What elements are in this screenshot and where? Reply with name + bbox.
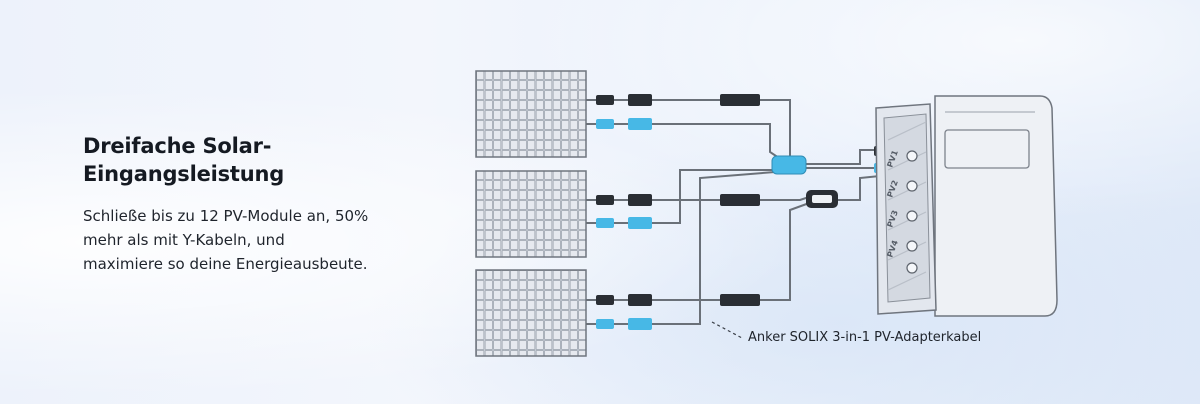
caption-leader — [711, 321, 743, 339]
connector-pos-icon — [596, 319, 614, 329]
description: Schließe bis zu 12 PV-Module an, 50% meh… — [83, 204, 443, 276]
connector-neg-icon — [628, 194, 652, 206]
solar-panel-2 — [475, 170, 587, 258]
connector-neg-icon — [628, 94, 652, 106]
connector-neg-icon — [720, 194, 760, 206]
adapter-3in1-positive — [771, 155, 807, 175]
cable-out-pos-1 — [806, 149, 880, 165]
cable-out-neg — [836, 175, 881, 201]
connector-neg-icon — [628, 294, 652, 306]
solar-panel-3 — [475, 269, 587, 357]
connectors-panel-2 — [596, 194, 760, 229]
adapter-3in1-negative — [806, 190, 838, 208]
connector-neg-icon — [720, 294, 760, 306]
connector-pos-icon — [628, 118, 652, 130]
cable-p1-neg — [586, 99, 791, 160]
connectors-panel-3 — [596, 294, 760, 330]
headline-line-2: Eingangsleistung — [83, 162, 285, 186]
connector-pos-icon — [628, 217, 652, 229]
adapter-caption: Anker SOLIX 3-in-1 PV-Adapterkabel — [748, 330, 982, 345]
headline: Dreifache Solar- Eingangsleistung — [83, 132, 443, 188]
headline-line-1: Dreifache Solar- — [83, 134, 272, 158]
connectors-panel-1 — [596, 94, 760, 130]
connector-neg-icon — [596, 195, 614, 205]
connector-neg-icon — [596, 95, 614, 105]
description-line-1: Schließe bis zu 12 PV-Module an, 50% — [83, 207, 369, 225]
cable-p3-neg — [586, 201, 813, 301]
connector-pos-icon — [596, 119, 614, 129]
connector-neg-icon — [596, 295, 614, 305]
connector-neg-icon — [720, 94, 760, 106]
description-line-3: maximiere so deine Energieausbeute. — [83, 255, 368, 273]
cable-group — [586, 99, 881, 325]
connector-pos-icon — [596, 218, 614, 228]
connector-pos-icon — [628, 318, 652, 330]
solar-panel-1 — [475, 70, 587, 158]
cable-p1-pos — [586, 123, 783, 161]
feature-text: Dreifache Solar- Eingangsleistung Schlie… — [83, 132, 443, 276]
description-line-2: mehr als mit Y-Kabeln, und — [83, 231, 285, 249]
